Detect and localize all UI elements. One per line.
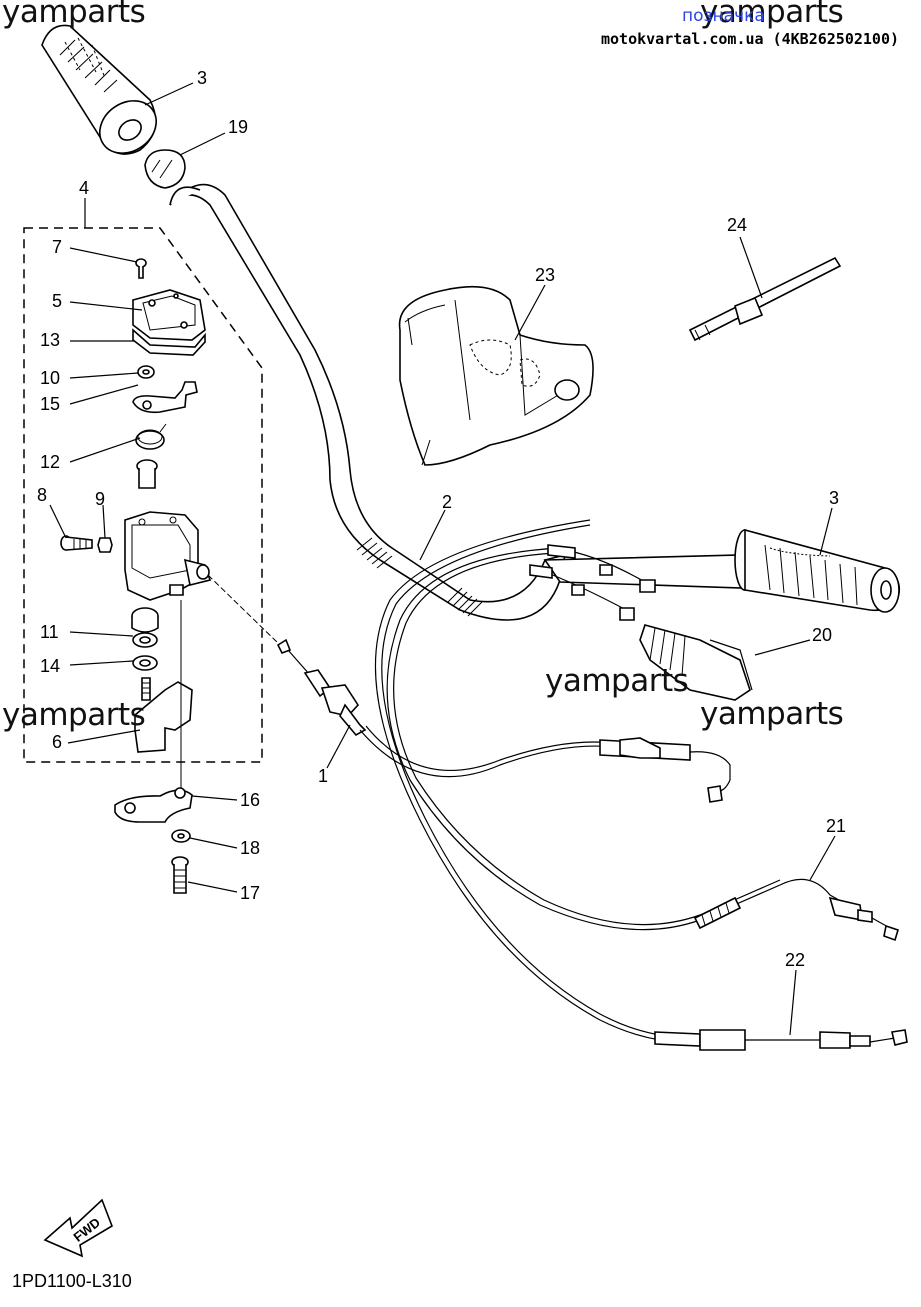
callout-23: 23 xyxy=(535,265,555,285)
callout-14: 14 xyxy=(40,656,60,676)
rubber-boot xyxy=(639,624,753,701)
cable-tie xyxy=(688,256,842,342)
cover-gasket xyxy=(132,328,206,356)
callout-4: 4 xyxy=(79,178,89,198)
handlebar-cover xyxy=(398,285,594,466)
watermark-mid-right: yamparts xyxy=(700,696,844,732)
callout-7: 7 xyxy=(52,237,62,257)
callout-1: 1 xyxy=(318,766,328,786)
bar-knurl-left xyxy=(356,537,393,569)
throttle-cover xyxy=(132,289,206,341)
callout-12: 12 xyxy=(40,452,60,472)
nut-9 xyxy=(97,537,113,553)
source-caption: motokvartal.com.ua (4KB262502100) xyxy=(601,30,900,48)
bolt-17 xyxy=(171,856,189,894)
throttle-assembly-box xyxy=(23,227,263,763)
washer-14 xyxy=(132,655,158,671)
callout-17: 17 xyxy=(240,883,260,903)
right-grip xyxy=(734,528,901,613)
diagram-code: 1PD1100-L310 xyxy=(12,1271,132,1291)
callout-numbers: 3 19 4 7 5 13 10 15 12 8 9 11 14 6 16 18… xyxy=(37,68,846,970)
watermark-mid-center: yamparts xyxy=(545,663,689,699)
cable-22 xyxy=(374,519,908,1051)
callout-18: 18 xyxy=(240,838,260,858)
throttle-housing xyxy=(124,511,212,601)
callout-13: 13 xyxy=(40,330,60,350)
screw-7 xyxy=(135,258,147,279)
handlebar xyxy=(169,183,743,621)
throttle-lever xyxy=(132,381,198,414)
callout-16: 16 xyxy=(240,790,260,810)
housing-collar xyxy=(131,607,159,633)
callout-11: 11 xyxy=(40,622,59,642)
callout-19: 19 xyxy=(228,117,248,137)
left-collar xyxy=(144,149,186,189)
return-spring xyxy=(135,423,167,450)
bar-knurl-right xyxy=(447,587,483,617)
callout-20: 20 xyxy=(812,625,832,645)
washer-10 xyxy=(137,365,155,379)
collar-bush xyxy=(136,459,158,489)
watermark-top-left: yamparts xyxy=(2,0,146,30)
fwd-arrow-icon: FWD xyxy=(43,1198,113,1258)
callout-21: 21 xyxy=(826,816,846,836)
left-grip xyxy=(41,24,157,155)
bolt-8 xyxy=(60,535,93,551)
clamp-upper xyxy=(134,677,193,753)
callout-5: 5 xyxy=(52,291,62,311)
washer-18 xyxy=(171,829,191,843)
throttle-cable xyxy=(207,574,731,803)
callout-8: 8 xyxy=(37,485,47,505)
switch-cables xyxy=(529,544,656,621)
callout-leaders xyxy=(49,82,836,1036)
washer-11 xyxy=(132,632,158,648)
callout-6: 6 xyxy=(52,732,62,752)
callout-3-left: 3 xyxy=(197,68,207,88)
callout-9: 9 xyxy=(95,489,105,509)
clamp-16 xyxy=(114,787,193,823)
watermark-top-right: yamparts xyxy=(700,0,844,30)
callout-24: 24 xyxy=(727,215,747,235)
callout-15: 15 xyxy=(40,394,60,414)
watermark-mid-left: yamparts xyxy=(2,697,146,733)
header-link[interactable]: позначка xyxy=(682,6,765,26)
callout-2: 2 xyxy=(442,492,452,512)
callout-10: 10 xyxy=(40,368,60,388)
cable-21 xyxy=(386,547,899,942)
callout-22: 22 xyxy=(785,950,805,970)
callout-3-right: 3 xyxy=(829,488,839,508)
